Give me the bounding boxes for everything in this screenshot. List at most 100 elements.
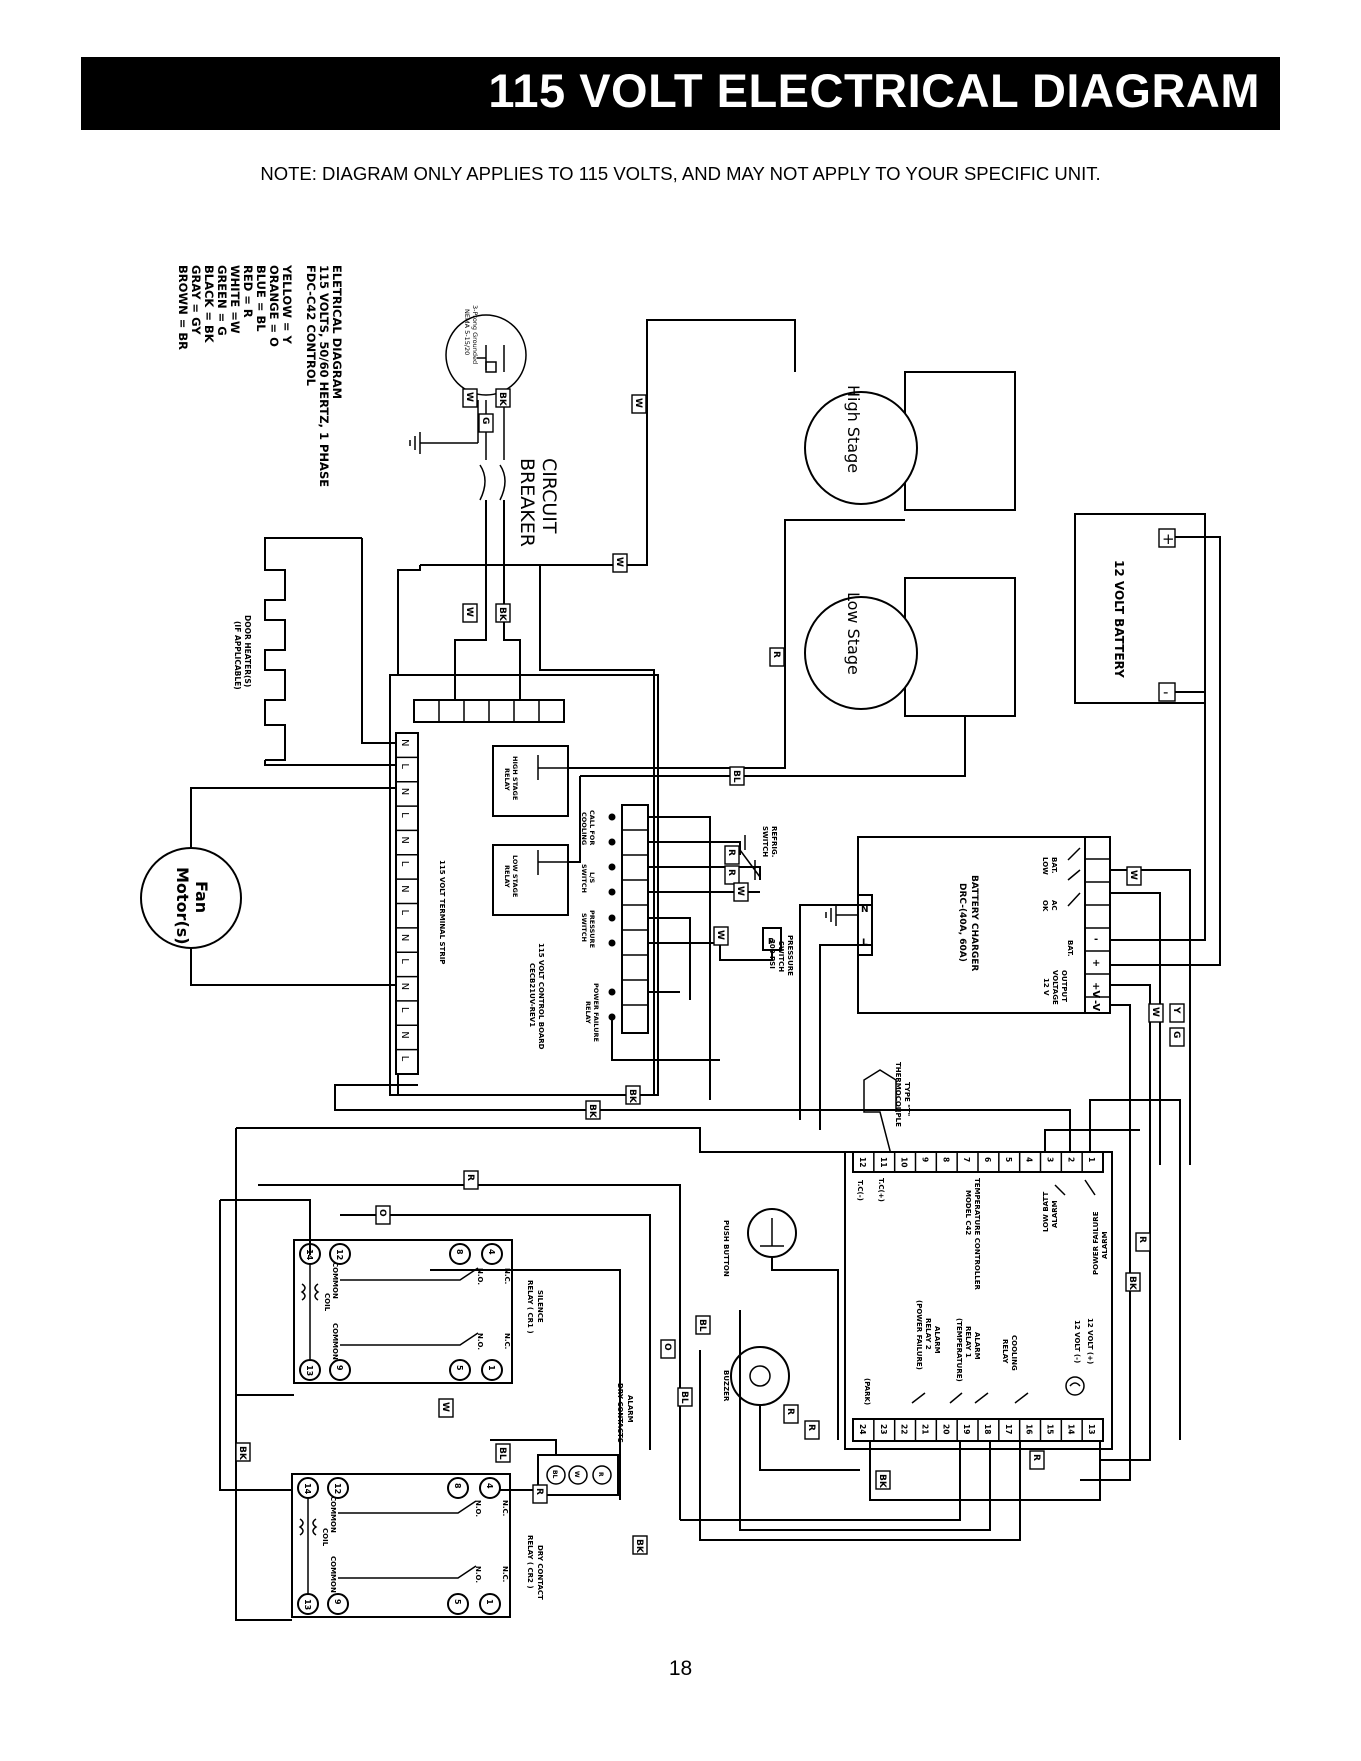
strip-terminal: L	[399, 1056, 410, 1062]
title-bar: 115 VOLT ELECTRICAL DIAGRAM	[81, 57, 1280, 130]
wire-tag: R	[465, 1174, 475, 1181]
charger-terminal: +V	[1090, 982, 1101, 998]
controller-terminal: 21	[921, 1424, 930, 1434]
push-button-label: PUSH BUTTON	[722, 1220, 730, 1277]
call-cooling-label: COOLING	[580, 812, 588, 845]
ls-switch-label: L/S	[588, 872, 596, 884]
dry-contact-term: BL	[551, 1470, 558, 1479]
strip-terminal: N	[399, 788, 410, 795]
cr2-no: N.O.	[474, 1500, 482, 1517]
legend-color: ORANGE = O	[267, 265, 281, 347]
strip-terminal: L	[399, 1007, 410, 1013]
controller-terminal: 1	[1087, 1157, 1096, 1162]
bat-label: BAT.	[1066, 940, 1074, 957]
battery-minus: -	[1163, 683, 1168, 701]
door-heater: DOOR HEATER(S) (IF APPLICABLE)	[233, 537, 362, 761]
controller-terminal: 12	[858, 1157, 867, 1167]
controller-terminal: 5	[1004, 1157, 1013, 1162]
wire-tag: BL	[731, 770, 741, 783]
wire-tag: BL	[697, 1319, 707, 1332]
breaker-label: CIRCUIT	[538, 458, 560, 534]
wire-tag: W	[735, 886, 745, 896]
fan-label: Fan	[192, 881, 211, 913]
output-label: OUTPUT	[1060, 970, 1068, 1002]
wire-tag: W	[440, 1402, 450, 1412]
wire-tag: R	[785, 1408, 795, 1415]
controller-terminal: 24	[858, 1424, 867, 1434]
power-plug: 3-Prong Grounded NEMA 5-15/20	[445, 305, 527, 396]
cr2-no: N.O.	[474, 1566, 482, 1583]
cr1-nc: N.C.	[503, 1333, 511, 1349]
controller-terminal: 20	[941, 1424, 950, 1434]
cr1-nc: N.C.	[503, 1268, 511, 1284]
wire-tag: Y	[1171, 1006, 1181, 1014]
park-label: (PARK)	[863, 1378, 871, 1405]
wire-tag: BK	[497, 392, 507, 407]
legend-color: BROWN = BR	[176, 265, 190, 350]
strip-terminal: N	[399, 836, 410, 843]
thermocouple-label: TYPE "T"	[903, 1082, 911, 1116]
wire-tag: BK	[627, 1089, 637, 1104]
cr1-label: SILENCE	[536, 1290, 544, 1323]
relay-terminal: 4	[485, 1483, 494, 1489]
cooling-relay-label: RELAY	[1001, 1339, 1009, 1364]
controller-terminal: 17	[1004, 1424, 1013, 1434]
dry-contacts-label: ALARM	[626, 1395, 634, 1423]
refrig-switch: REFRIG. SWITCH	[739, 826, 778, 880]
controller-label: TEMPERATURE CONTROLLER	[973, 1178, 981, 1291]
wiring	[190, 319, 1221, 1621]
wire-tags: BKWGWWBKWRBLRRWWWYGWBKBKRORBKBLOBLRRBKRB…	[235, 388, 1185, 1555]
strip-terminal: N	[399, 1031, 410, 1038]
note-text: NOTE: DIAGRAM ONLY APPLIES TO 115 VOLTS,…	[260, 163, 1101, 184]
low-stage-compressor: Low Stage	[804, 577, 1016, 717]
ls-switch-label: SWITCH	[580, 864, 588, 893]
controller-terminal: 18	[983, 1424, 992, 1434]
low-stage-label: Low Stage	[844, 592, 863, 675]
breaker-label: BREAKER	[516, 458, 538, 547]
cr2-label: DRY CONTACT	[536, 1545, 544, 1600]
ac-ok-label: AC	[1050, 900, 1058, 911]
controller-terminal: 3	[1046, 1157, 1055, 1162]
charger-terminal: +	[1092, 958, 1100, 969]
controller-terminal: 6	[983, 1157, 992, 1162]
controller-label: MODEL C42	[964, 1190, 972, 1235]
high-relay-label: HIGH STAGE	[511, 756, 519, 800]
page-number: 18	[668, 1657, 693, 1680]
cr2-nc: N.C.	[501, 1500, 509, 1516]
wire-tag: W	[464, 392, 474, 402]
relay-terminal: 13	[305, 1365, 314, 1376]
relay-terminal: 9	[333, 1599, 342, 1605]
controller-terminal: 8	[941, 1157, 950, 1162]
controller-terminal: 4	[1025, 1157, 1034, 1162]
wire-tag: W	[715, 930, 725, 940]
high-stage-compressor: High Stage	[804, 371, 1016, 511]
wire-tag: G	[480, 417, 490, 424]
battery-label: 12 VOLT BATTERY	[1112, 560, 1126, 678]
legend-color: WHITE =W	[228, 265, 242, 334]
wire-tag: BK	[1127, 1276, 1137, 1291]
wire-tag: BL	[497, 1447, 507, 1460]
legend-color: YELLOW = Y	[280, 264, 294, 345]
dry-contact-term: R	[597, 1472, 604, 1477]
control-board-label: 115 VOLT CONTROL BOARD	[537, 943, 545, 1050]
pressure-sw-label: SWITCH	[777, 941, 785, 972]
relay-terminal: 5	[455, 1365, 464, 1371]
power-failure-alarm-label: POWER FAILURE	[1092, 1211, 1100, 1275]
output-label: 12 V	[1042, 978, 1050, 996]
bat-low-label: BAT.	[1050, 857, 1058, 874]
wire-tag: R	[726, 869, 736, 876]
low-relay-label: LOW STAGE	[511, 855, 519, 897]
battery-charger: - + +V -V N L BATTERY CHARGER DRC-(40A, …	[857, 836, 1111, 1014]
battery: 12 VOLT BATTERY + -	[1074, 513, 1206, 704]
silence-relay-cr1: SILENCE RELAY ( CR1 ) N.C. N.O. N.C. N.O…	[293, 1239, 544, 1384]
wire-tag: R	[1137, 1236, 1147, 1243]
buzzer-label: BUZZER	[722, 1370, 730, 1402]
power-failure-relay-label: RELAY	[584, 1001, 592, 1024]
refrig-switch-label: REFRIG.	[770, 826, 778, 857]
control-board-label: CECB21UV-REV1	[528, 963, 536, 1027]
push-button: PUSH BUTTON	[722, 1208, 797, 1277]
controller-terminal: 22	[900, 1424, 909, 1434]
